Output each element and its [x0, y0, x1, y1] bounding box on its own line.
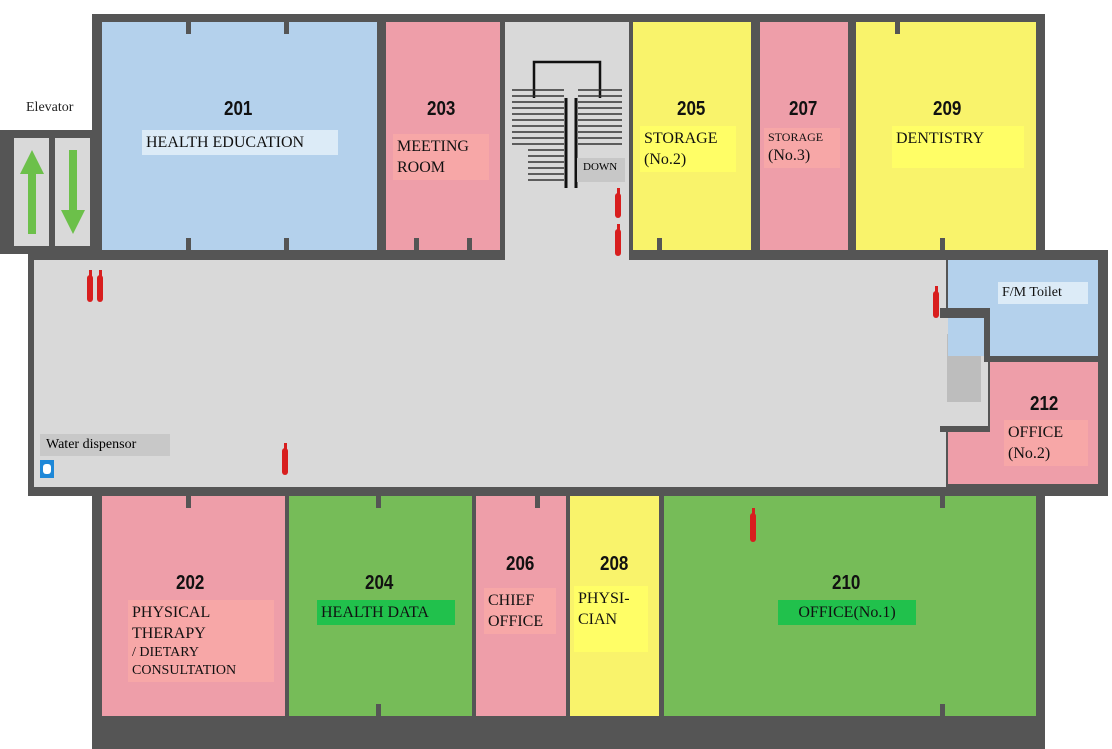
room-212-number: 212: [1030, 393, 1059, 415]
water-dispenser-label: Water dispensor: [40, 434, 170, 456]
room-207-number: 207: [789, 98, 818, 120]
door-mark: [940, 238, 945, 250]
stairs-down-label: DOWN: [577, 158, 625, 182]
door-mark: [414, 238, 419, 250]
room-203-line1: MEETING: [397, 138, 469, 155]
door-mark: [284, 238, 289, 250]
door-mark: [376, 704, 381, 716]
door-mark: [186, 22, 191, 34]
toilet-divider-wall: [984, 308, 990, 356]
room-206-number: 206: [506, 553, 535, 575]
room-201-label: HEALTH EDUCATION: [142, 130, 338, 155]
fire-extinguisher-icon: [97, 270, 103, 302]
room-208-line2: CIAN: [578, 611, 618, 628]
room-206-line1: CHIEF: [488, 592, 535, 609]
room-208-label: PHYSI- CIAN: [574, 586, 648, 652]
elevator-up-arrow-icon: [20, 150, 44, 234]
room-205-label: STORAGE (No.2): [640, 126, 736, 172]
room-201-number: 201: [224, 98, 253, 120]
room-205-line2: (No.2): [644, 151, 687, 168]
room-212-line1: OFFICE: [1008, 424, 1064, 441]
room-212-label: OFFICE (No.2): [1004, 420, 1088, 466]
door-mark: [940, 704, 945, 716]
door-mark: [470, 730, 474, 748]
door-mark: [376, 496, 381, 508]
room-203-label: MEETING ROOM: [393, 134, 489, 180]
fire-extinguisher-icon: [282, 443, 288, 475]
door-mark: [940, 496, 945, 508]
room-205-line1: STORAGE: [644, 130, 718, 147]
corridor: [34, 260, 946, 487]
fire-extinguisher-icon: [87, 270, 93, 302]
room-203-line2: ROOM: [397, 159, 446, 176]
toilet-label: F/M Toilet: [998, 282, 1088, 304]
room-202-number: 202: [176, 572, 205, 594]
door-mark: [284, 22, 289, 34]
room-210-label: OFFICE(No.1): [778, 600, 916, 625]
room-212-line2: (No.2): [1008, 445, 1051, 462]
room-202-line2: THERAPY: [132, 625, 206, 642]
room-206-line2: OFFICE: [488, 613, 544, 630]
stairs-icon: [512, 60, 622, 188]
fire-extinguisher-icon: [750, 508, 756, 542]
water-dispenser-icon: [40, 460, 54, 478]
toilet-212-wall: [984, 356, 1108, 362]
room-202-line4: CONSULTATION: [132, 663, 237, 678]
room-207-label: STORAGE (No.3): [764, 128, 840, 168]
room-212-lower-wall: [940, 426, 990, 432]
room-204-number: 204: [365, 572, 394, 594]
room-209-number: 209: [933, 98, 962, 120]
room-205-number: 205: [677, 98, 706, 120]
room-207-line2: (No.3): [768, 147, 811, 164]
room-208-line1: PHYSI-: [578, 590, 630, 607]
door-mark: [657, 238, 662, 250]
room-206-label: CHIEF OFFICE: [484, 588, 556, 634]
room-210-number: 210: [832, 572, 861, 594]
room-202-line1: PHYSICAL: [132, 604, 211, 621]
door-mark: [535, 496, 540, 508]
door-mark: [186, 238, 191, 250]
room-202-label: PHYSICAL THERAPY / DIETARY CONSULTATION: [128, 600, 274, 682]
room-209-label: DENTISTRY: [892, 126, 1024, 168]
room-203-number: 203: [427, 98, 456, 120]
door-mark: [895, 22, 900, 34]
room-208-number: 208: [600, 553, 629, 575]
door-mark: [467, 238, 472, 250]
fire-extinguisher-icon: [615, 224, 621, 256]
room-204-label: HEALTH DATA: [317, 600, 455, 625]
room-202-line3: / DIETARY: [132, 645, 199, 660]
elevator-down-arrow-icon: [61, 150, 85, 234]
door-mark: [186, 496, 191, 508]
toilet-corner-wall: [940, 308, 988, 318]
door-mark: [658, 730, 662, 748]
fire-extinguisher-icon: [933, 286, 939, 318]
room-207-line1: STORAGE: [768, 130, 824, 144]
elevator-label: Elevator: [26, 100, 74, 115]
room-212-extension: [948, 432, 992, 484]
fire-extinguisher-icon: [615, 188, 621, 218]
